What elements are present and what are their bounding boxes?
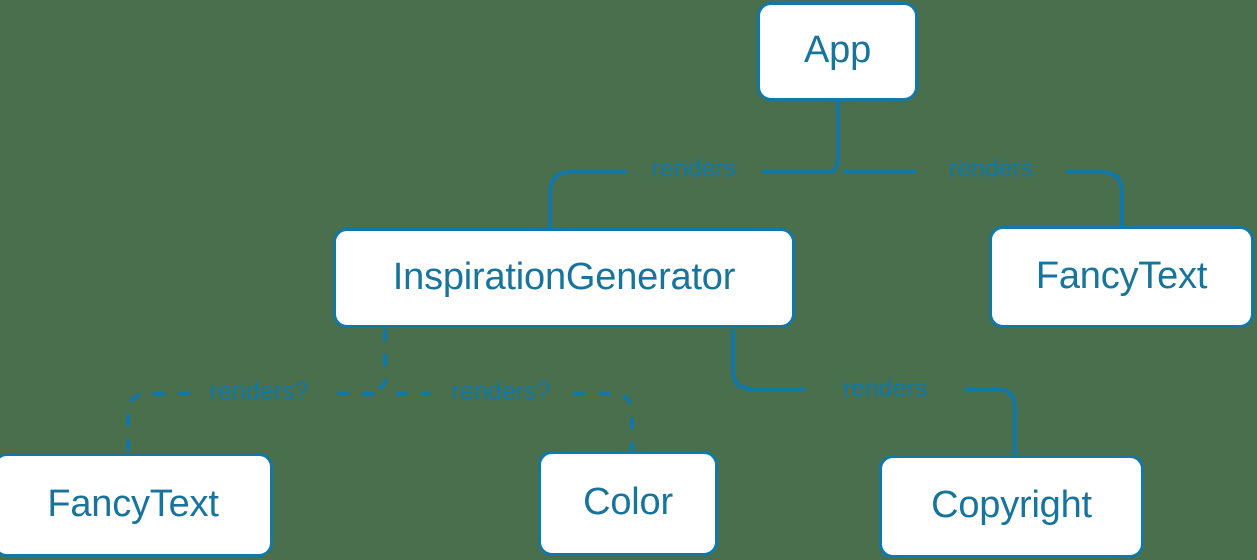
edge-label-inspiration-generator-to-copyright: renders	[842, 374, 928, 403]
node-color-label: Color	[583, 481, 673, 523]
edge-inspgen-copyright-2	[965, 387, 1017, 456]
edge-app-inspgen-right	[548, 170, 627, 229]
edge-app-stem	[831, 101, 840, 173]
node-inspiration-generator-label: InspirationGenerator	[392, 255, 736, 298]
edge-label-inspiration-generator-to-fancytext: renders?	[209, 377, 309, 406]
node-copyright-label: Copyright	[931, 484, 1092, 526]
node-fancytext-right-label: FancyText	[1035, 254, 1208, 297]
edge-inspgen-stem-dashed	[372, 329, 387, 396]
edge-label-inspiration-generator-to-color: renders?	[451, 377, 551, 406]
edge-label-app-to-fancytext: renders	[948, 154, 1034, 183]
node-fancytext-left[interactable]: FancyText	[0, 453, 273, 557]
edge-inspgen-fancytext-dashed	[126, 392, 190, 455]
node-app-label: App	[803, 29, 871, 71]
edge-inspgen-color-dashed	[573, 392, 634, 452]
node-color[interactable]: Color	[538, 451, 718, 556]
node-fancytext-right[interactable]: FancyText	[989, 226, 1254, 328]
edge-app-fancytext-right	[1066, 170, 1124, 227]
edge-label-app-to-inspiration-generator: renders	[651, 154, 737, 183]
node-fancytext-left-label: FancyText	[47, 482, 219, 525]
node-app[interactable]: App	[757, 2, 918, 101]
node-inspiration-generator[interactable]: InspirationGenerator	[333, 228, 795, 328]
edge-inspgen-copyright-1	[731, 329, 805, 391]
node-copyright[interactable]: Copyright	[879, 455, 1144, 558]
